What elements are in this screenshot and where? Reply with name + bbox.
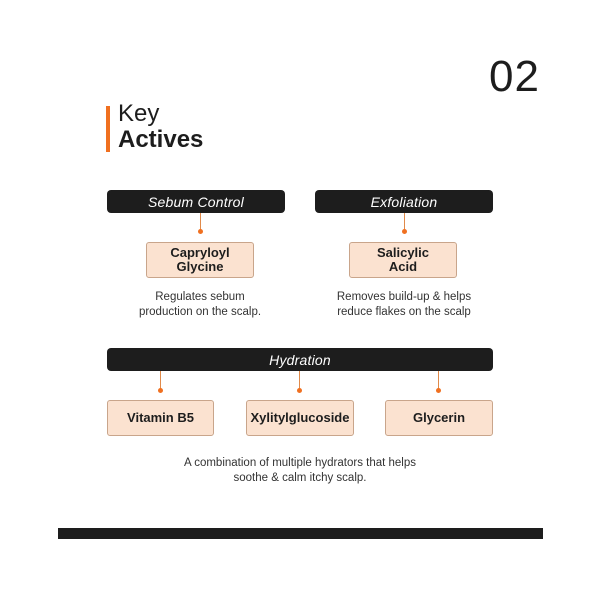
sebum-description: Regulates sebum production on the scalp. bbox=[138, 291, 262, 318]
sebum-control-header: Sebum Control bbox=[107, 190, 285, 213]
salicylic-acid-label: Salicylic Acid bbox=[376, 245, 430, 274]
sebum-connector-line bbox=[200, 213, 201, 231]
title-line-actives: Actives bbox=[118, 126, 204, 153]
sebum-connector-dot bbox=[198, 229, 203, 234]
salicylic-acid-box: Salicylic Acid bbox=[349, 242, 457, 278]
glycerin-label: Glycerin bbox=[412, 410, 466, 425]
sebum-control-label: Sebum Control bbox=[148, 193, 244, 210]
title-accent-bar bbox=[106, 106, 110, 152]
exfoliation-connector-line bbox=[404, 213, 405, 231]
hydration-connector-dot-1 bbox=[158, 388, 163, 393]
hydration-connector-line-1 bbox=[160, 371, 161, 389]
vitamin-b5-label: Vitamin B5 bbox=[127, 410, 194, 425]
capryloyl-glycine-box: Capryloyl Glycine bbox=[146, 242, 254, 278]
hydration-connector-line-2 bbox=[299, 371, 300, 389]
title-line-key: Key bbox=[118, 100, 160, 127]
exfoliation-description: Removes build-up & helps reduce flakes o… bbox=[336, 291, 472, 318]
page-number: 02 bbox=[489, 52, 540, 101]
hydration-connector-line-3 bbox=[438, 371, 439, 389]
hydration-label: Hydration bbox=[269, 351, 331, 368]
capryloyl-glycine-label: Capryloyl Glycine bbox=[170, 245, 230, 274]
exfoliation-header: Exfoliation bbox=[315, 190, 493, 213]
hydration-description: A combination of multiple hydrators that… bbox=[183, 457, 417, 484]
hydration-connector-dot-3 bbox=[436, 388, 441, 393]
xylitylglucoside-label: Xylitylglucoside bbox=[250, 410, 350, 425]
hydration-header: Hydration bbox=[107, 348, 493, 371]
vitamin-b5-box: Vitamin B5 bbox=[107, 400, 214, 436]
hydration-connector-dot-2 bbox=[297, 388, 302, 393]
footer-bar bbox=[58, 528, 543, 539]
glycerin-box: Glycerin bbox=[385, 400, 493, 436]
xylitylglucoside-box: Xylitylglucoside bbox=[246, 400, 354, 436]
exfoliation-connector-dot bbox=[402, 229, 407, 234]
exfoliation-label: Exfoliation bbox=[370, 193, 438, 210]
